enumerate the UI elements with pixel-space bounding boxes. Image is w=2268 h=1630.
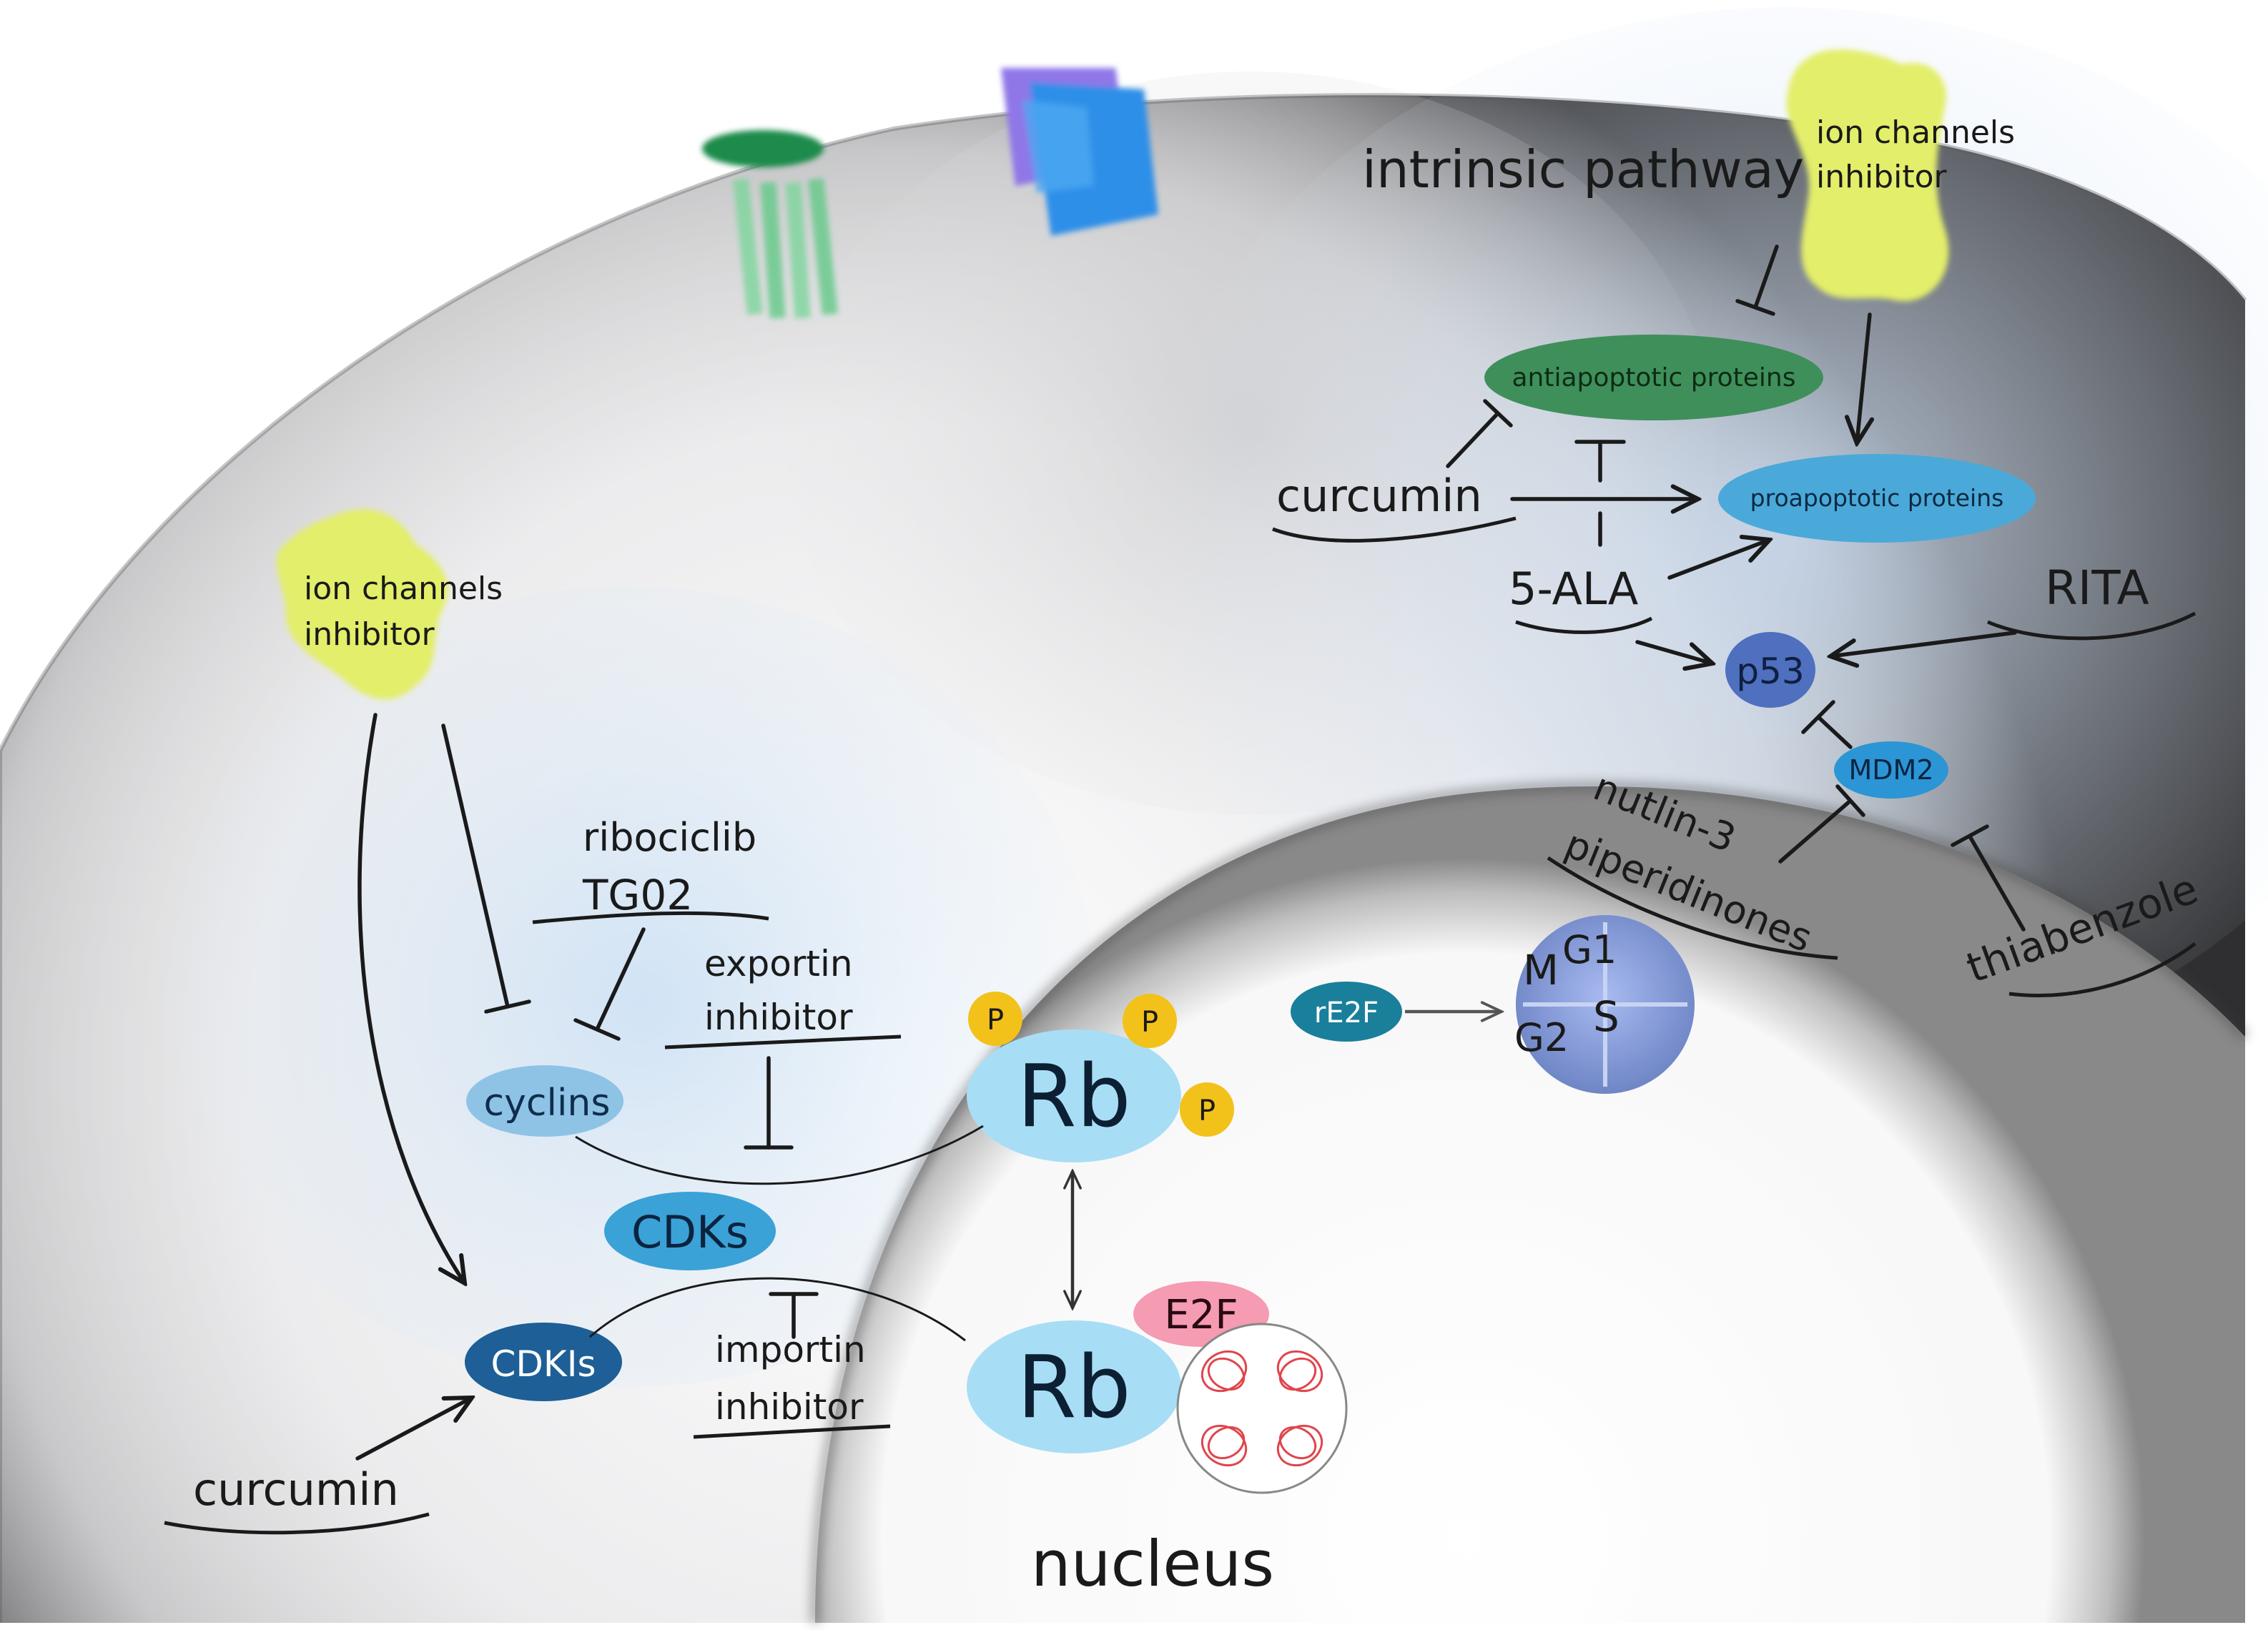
- inhibit-nutlin-mdm2-bar: [1835, 784, 1865, 817]
- inhibit-ribo-cyclins: [595, 927, 646, 1032]
- rb-phospho-label: Rb: [1017, 1047, 1131, 1147]
- inhibit-ribo-cyclins-bar: [573, 1018, 621, 1041]
- arrow-ala-pro: [1667, 540, 1770, 580]
- inhibit-thiab-mdm2: [1968, 834, 2026, 932]
- e2f-label: E2F: [1164, 1292, 1238, 1338]
- ribociclib-underline: [532, 911, 769, 924]
- inhibit-thiab-mdm2-bar: [1951, 824, 1989, 847]
- p53-node: [1725, 632, 1815, 708]
- re2f-node: [1291, 982, 1402, 1042]
- connectors: [355, 244, 2026, 1461]
- cell-cycle-phase-m: M: [1523, 946, 1559, 994]
- inhibit-nutlin-mdm2: [1778, 799, 1853, 864]
- arrow-ala-p53: [1635, 640, 1712, 663]
- exportin-inhibitor-label: inhibitor: [704, 997, 853, 1038]
- importin-label: importin: [715, 1329, 866, 1370]
- antiapoptotic-proteins-node: [1484, 335, 1823, 420]
- ion-channels-inhibitor-top-line2: inhibitor: [1816, 159, 1948, 195]
- cell-cycle-phase-s: S: [1593, 992, 1619, 1041]
- rita-underline: [1987, 611, 2196, 641]
- ion-channels-inhibitor-top-line1: ion channels: [1816, 114, 2015, 151]
- inhibit-ion-cyclins: [441, 723, 510, 1009]
- antiapoptotic-proteins-label: antiapoptotic proteins: [1512, 363, 1795, 392]
- five-ala-label: 5-ALA: [1509, 563, 1638, 615]
- arrow-curcumin-cdkis: [355, 1398, 472, 1461]
- cdkis-label: CDKIs: [491, 1343, 596, 1385]
- ribociclib-label: ribociclib: [583, 815, 756, 860]
- membrane-receptor-blue: [1001, 68, 1158, 236]
- cyclins-node: [466, 1065, 623, 1137]
- membrane-receptor-green: [702, 130, 838, 319]
- arrow-ion-cdkis: [358, 713, 465, 1283]
- rita-label: RITA: [2045, 560, 2149, 616]
- p53-label: p53: [1736, 651, 1804, 692]
- phosphate-2: [1123, 994, 1177, 1048]
- arrow-rita-p53: [1830, 631, 2017, 656]
- exportin-label: exportin: [704, 943, 853, 984]
- five-ala-underline: [1515, 616, 1653, 634]
- phosphate-1: [968, 992, 1022, 1046]
- rb-phospho-node: [967, 1029, 1181, 1162]
- nucleus: [812, 782, 2248, 1624]
- curcumin-top-underline: [1272, 516, 1517, 543]
- rb-e2f-label: Rb: [1017, 1338, 1131, 1438]
- nutlin-underline: [1547, 856, 1838, 960]
- arrow-ion-pro: [1857, 312, 1870, 443]
- phosphate-2-label: P: [1141, 1006, 1158, 1039]
- cell-cycle-phase-g1: G1: [1562, 927, 1617, 972]
- intrinsic-pathway-title: intrinsic pathway: [1362, 139, 1804, 199]
- cdks-node: [604, 1192, 776, 1270]
- cyclins-label: cyclins: [484, 1082, 611, 1125]
- phosphate-3-label: P: [1198, 1095, 1216, 1127]
- rb-e2f-node: [967, 1320, 1181, 1453]
- cell-cycle-phase-g2: G2: [1514, 1015, 1569, 1060]
- re2f-label: rE2F: [1314, 997, 1379, 1029]
- chromatin-circle: [1176, 1323, 1348, 1494]
- ion-channel-left: [276, 509, 448, 700]
- curcumin-top-label: curcumin: [1276, 470, 1482, 522]
- inhibit-ion-anti: [1753, 244, 1779, 310]
- proapoptotic-proteins-label: proapoptotic proteins: [1750, 484, 2004, 512]
- inhibit-ion-cyclins-bar: [484, 999, 531, 1014]
- ion-channels-inhibitor-left-line1: ion channels: [304, 570, 503, 607]
- importin-inhibitor-label: inhibitor: [715, 1386, 864, 1428]
- tg02-label: TG02: [582, 871, 693, 919]
- cdkis-node: [465, 1323, 622, 1401]
- cdks-label: CDKs: [631, 1206, 749, 1258]
- phosphate-1-label: P: [987, 1004, 1004, 1037]
- phosphate-3: [1180, 1082, 1234, 1137]
- proapoptotic-proteins-node: [1718, 454, 2036, 543]
- importin-underline: [693, 1424, 891, 1439]
- ion-channels-inhibitor-left-line2: inhibitor: [304, 616, 435, 653]
- mdm2-label: MDM2: [1848, 754, 1933, 786]
- exportin-underline: [664, 1034, 902, 1049]
- inhibit-mdm2-p53-bar: [1801, 700, 1835, 734]
- ion-channel-top: [1786, 49, 1949, 302]
- curve-cyclins-rb: [575, 1125, 984, 1185]
- mdm2-node: [1834, 741, 1948, 799]
- curcumin-bottom-underline: [164, 1512, 430, 1535]
- curve-cdkis-rb: [589, 1277, 966, 1342]
- nucleus-label: nucleus: [1031, 1527, 1274, 1601]
- inhibit-curcumin-anti-bar: [1483, 399, 1513, 428]
- inhibit-mdm2-p53: [1816, 715, 1853, 749]
- thiabenzole-underline: [2008, 942, 2196, 997]
- curcumin-bottom-label: curcumin: [193, 1463, 399, 1516]
- inhibit-ion-anti-bar: [1735, 299, 1775, 316]
- inhibit-curcumin-anti: [1446, 411, 1500, 468]
